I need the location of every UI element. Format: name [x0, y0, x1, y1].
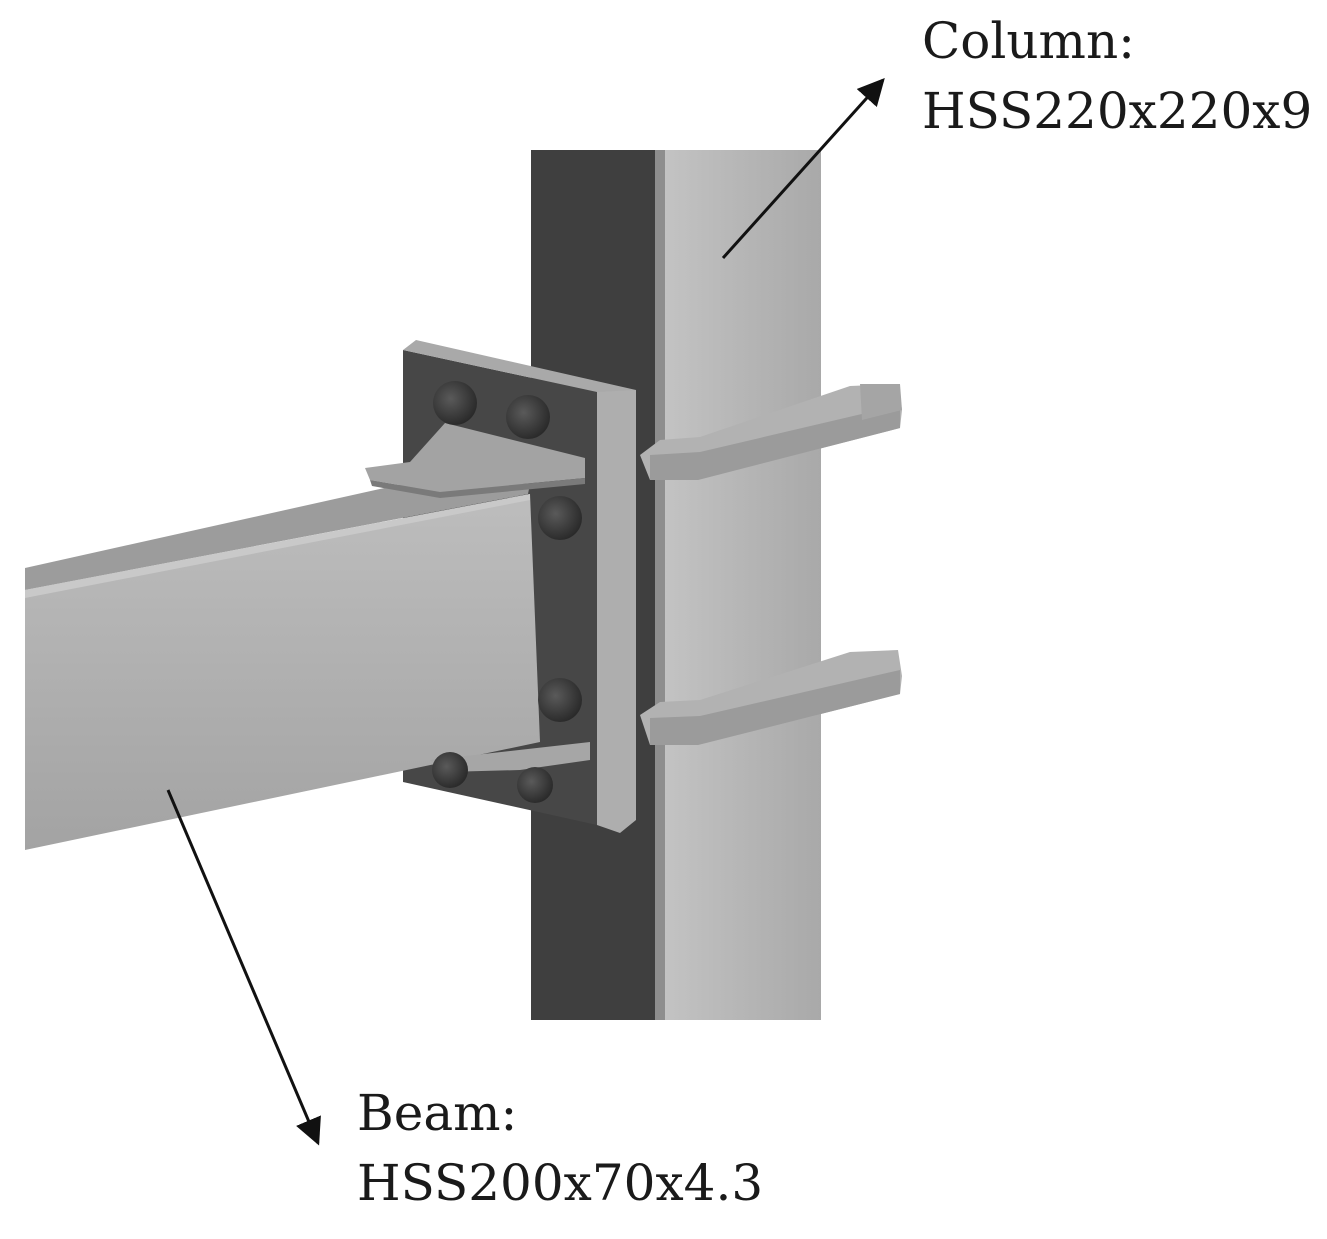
column-label-name: Column: [922, 12, 1136, 70]
beam-label: Beam: HSS200x70x4.3 [357, 1078, 763, 1218]
bottom-stiffener [430, 742, 590, 772]
bolt-icon [433, 381, 477, 425]
end-plate-side-edge [597, 390, 636, 833]
beam-side-face [25, 494, 540, 850]
beam-leader-arrow [166, 789, 321, 1146]
bolt-icon [506, 395, 550, 439]
bolts [432, 381, 582, 803]
beam-top-face [25, 480, 530, 590]
lower-collar-plate [640, 650, 902, 745]
column-corner-highlight [655, 150, 665, 1020]
bolt-icon [538, 496, 582, 540]
beam-top-edge-highlight [25, 494, 530, 598]
upper-collar-plate [640, 384, 902, 480]
stiffeners [365, 423, 590, 772]
bolt-icon [517, 767, 553, 803]
end-plate-top-edge [403, 340, 636, 398]
beam-label-name: Beam: [357, 1084, 518, 1142]
top-stiffener [365, 423, 585, 492]
column-label: Column: HSS220x220x9 [922, 6, 1312, 146]
column-label-section: HSS220x220x9 [922, 82, 1313, 140]
beam [25, 480, 540, 850]
beam-label-section: HSS200x70x4.3 [357, 1154, 764, 1212]
bolt-icon [432, 752, 468, 788]
column [531, 150, 821, 1020]
column-light-face [659, 150, 821, 1020]
column-leader-arrow [721, 77, 885, 260]
bolt-icon [538, 678, 582, 722]
